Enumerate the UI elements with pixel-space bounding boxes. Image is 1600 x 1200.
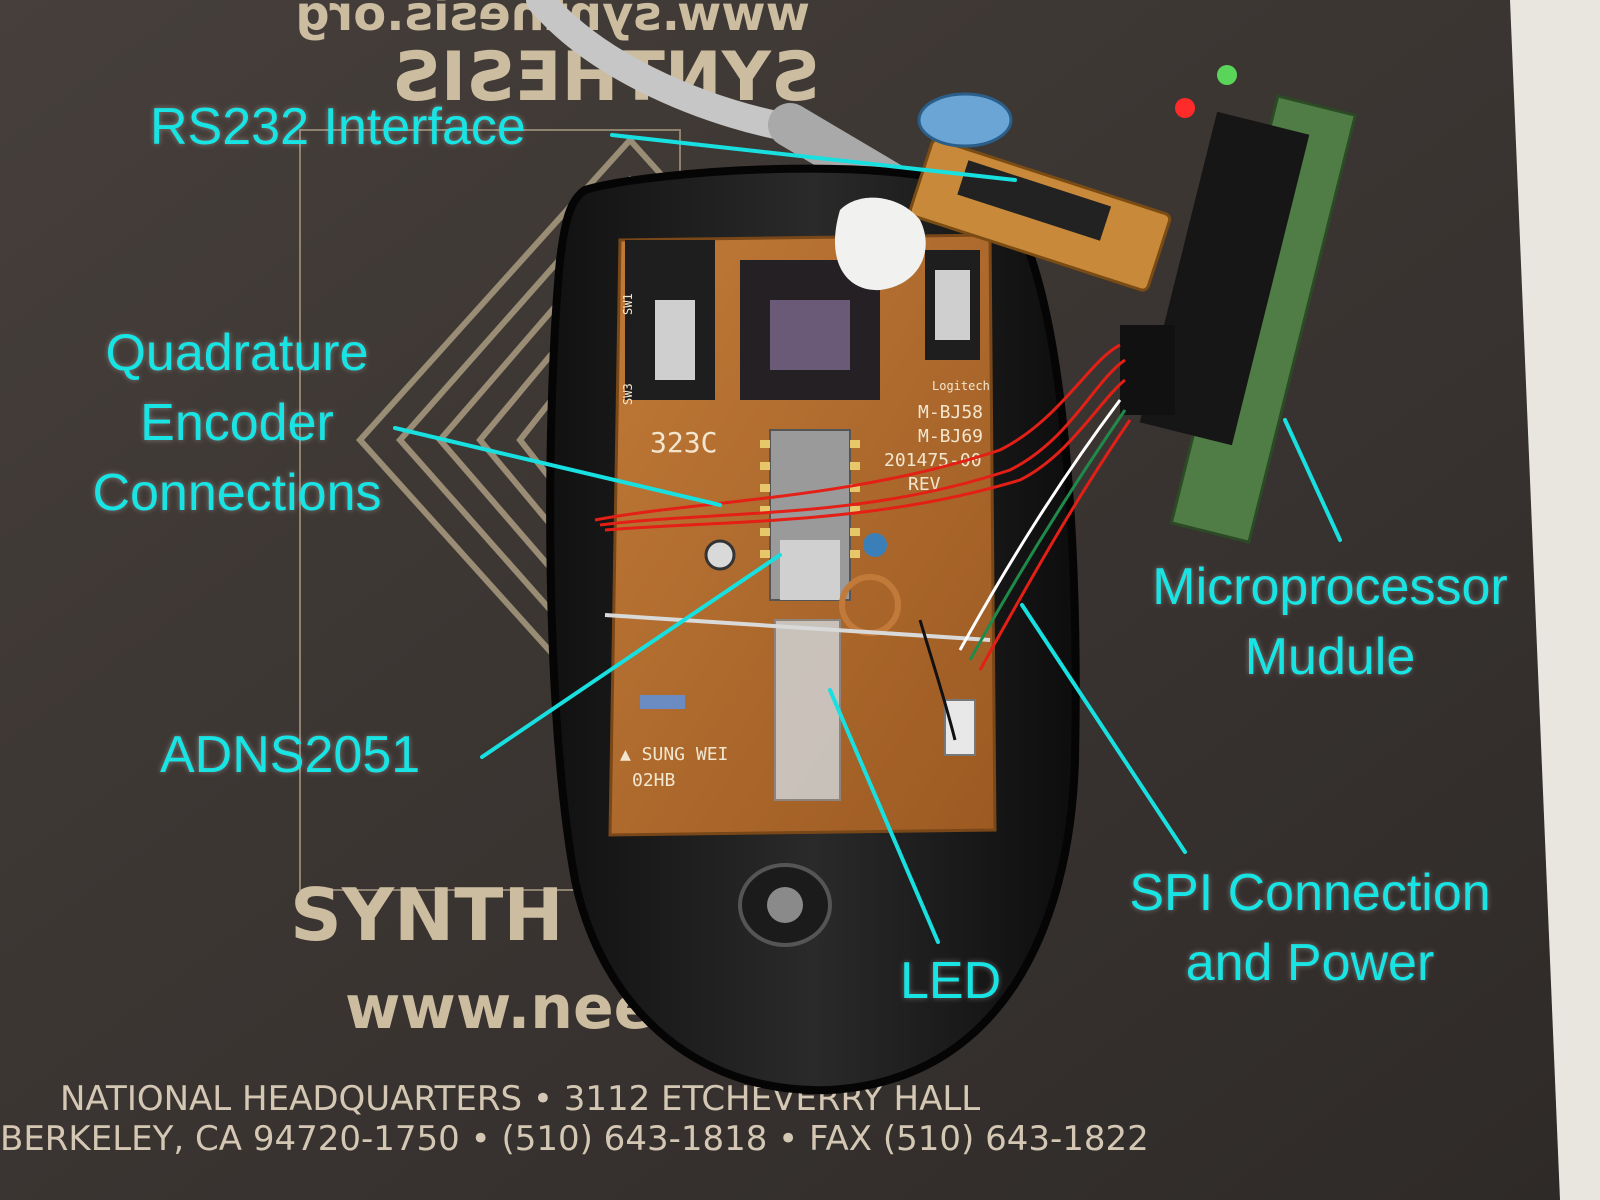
switch-left-plunger: [655, 300, 695, 380]
electrolytic-capacitor: [917, 92, 1013, 148]
label-microprocessor-module: Microprocessor Mudule: [1152, 558, 1508, 686]
pcb-part-number: 201475-00: [884, 450, 982, 471]
label-adns2051: ADNS2051: [160, 726, 421, 784]
label-quadrature-encoder: Quadrature Encoder Connections: [92, 324, 382, 522]
table-edge: [1510, 0, 1600, 1200]
pcb-model-1: M-BJ58: [918, 402, 983, 423]
leader-micro: [1283, 418, 1342, 542]
pad-brand-partial: SYNTH: [290, 873, 564, 957]
spi-wires: [918, 399, 1132, 741]
led-green: [1217, 65, 1237, 85]
quadrature-wires: [594, 343, 1126, 532]
label-led: LED: [900, 952, 1002, 1010]
leader-adns: [480, 553, 782, 759]
header-pins: [1120, 325, 1175, 415]
pcb-code-323c: 323C: [650, 426, 717, 459]
pcb-sw3: SW3: [621, 383, 635, 405]
leader-rs232: [610, 133, 1017, 182]
microprocessor-board: [1139, 94, 1358, 545]
pad-address-line2: BERKELEY, CA 94720-1750 • (510) 643-1818…: [0, 1119, 1149, 1159]
capacitor-small: [704, 539, 736, 571]
pcb-maker: ▲ SUNG WEI: [620, 744, 728, 765]
screw-hole: [767, 887, 803, 923]
label-spi-connection: SPI Connection and Power: [1129, 864, 1491, 992]
pcb-model-2: M-BJ69: [918, 426, 983, 447]
pcb-sw1: SW1: [621, 293, 635, 315]
hot-glue-blob: [834, 197, 926, 291]
leader-quadrature: [393, 426, 722, 507]
pcb-logitech: Logitech: [932, 379, 990, 393]
label-rs232-interface: RS232 Interface: [150, 98, 526, 156]
leader-led: [828, 688, 940, 944]
leader-spi: [1020, 603, 1187, 854]
adns2051-lens: [780, 540, 840, 600]
connector-header: [944, 699, 976, 756]
chip-pins: [760, 440, 860, 558]
switch-right-plunger: [935, 270, 970, 340]
capacitor-blue: [863, 533, 887, 557]
encoder-window: [770, 300, 850, 370]
led-light-pipe: [774, 619, 841, 801]
pcb-code-02hb: 02HB: [632, 770, 675, 791]
resistor-small: [640, 695, 685, 709]
led-red: [1175, 98, 1195, 118]
